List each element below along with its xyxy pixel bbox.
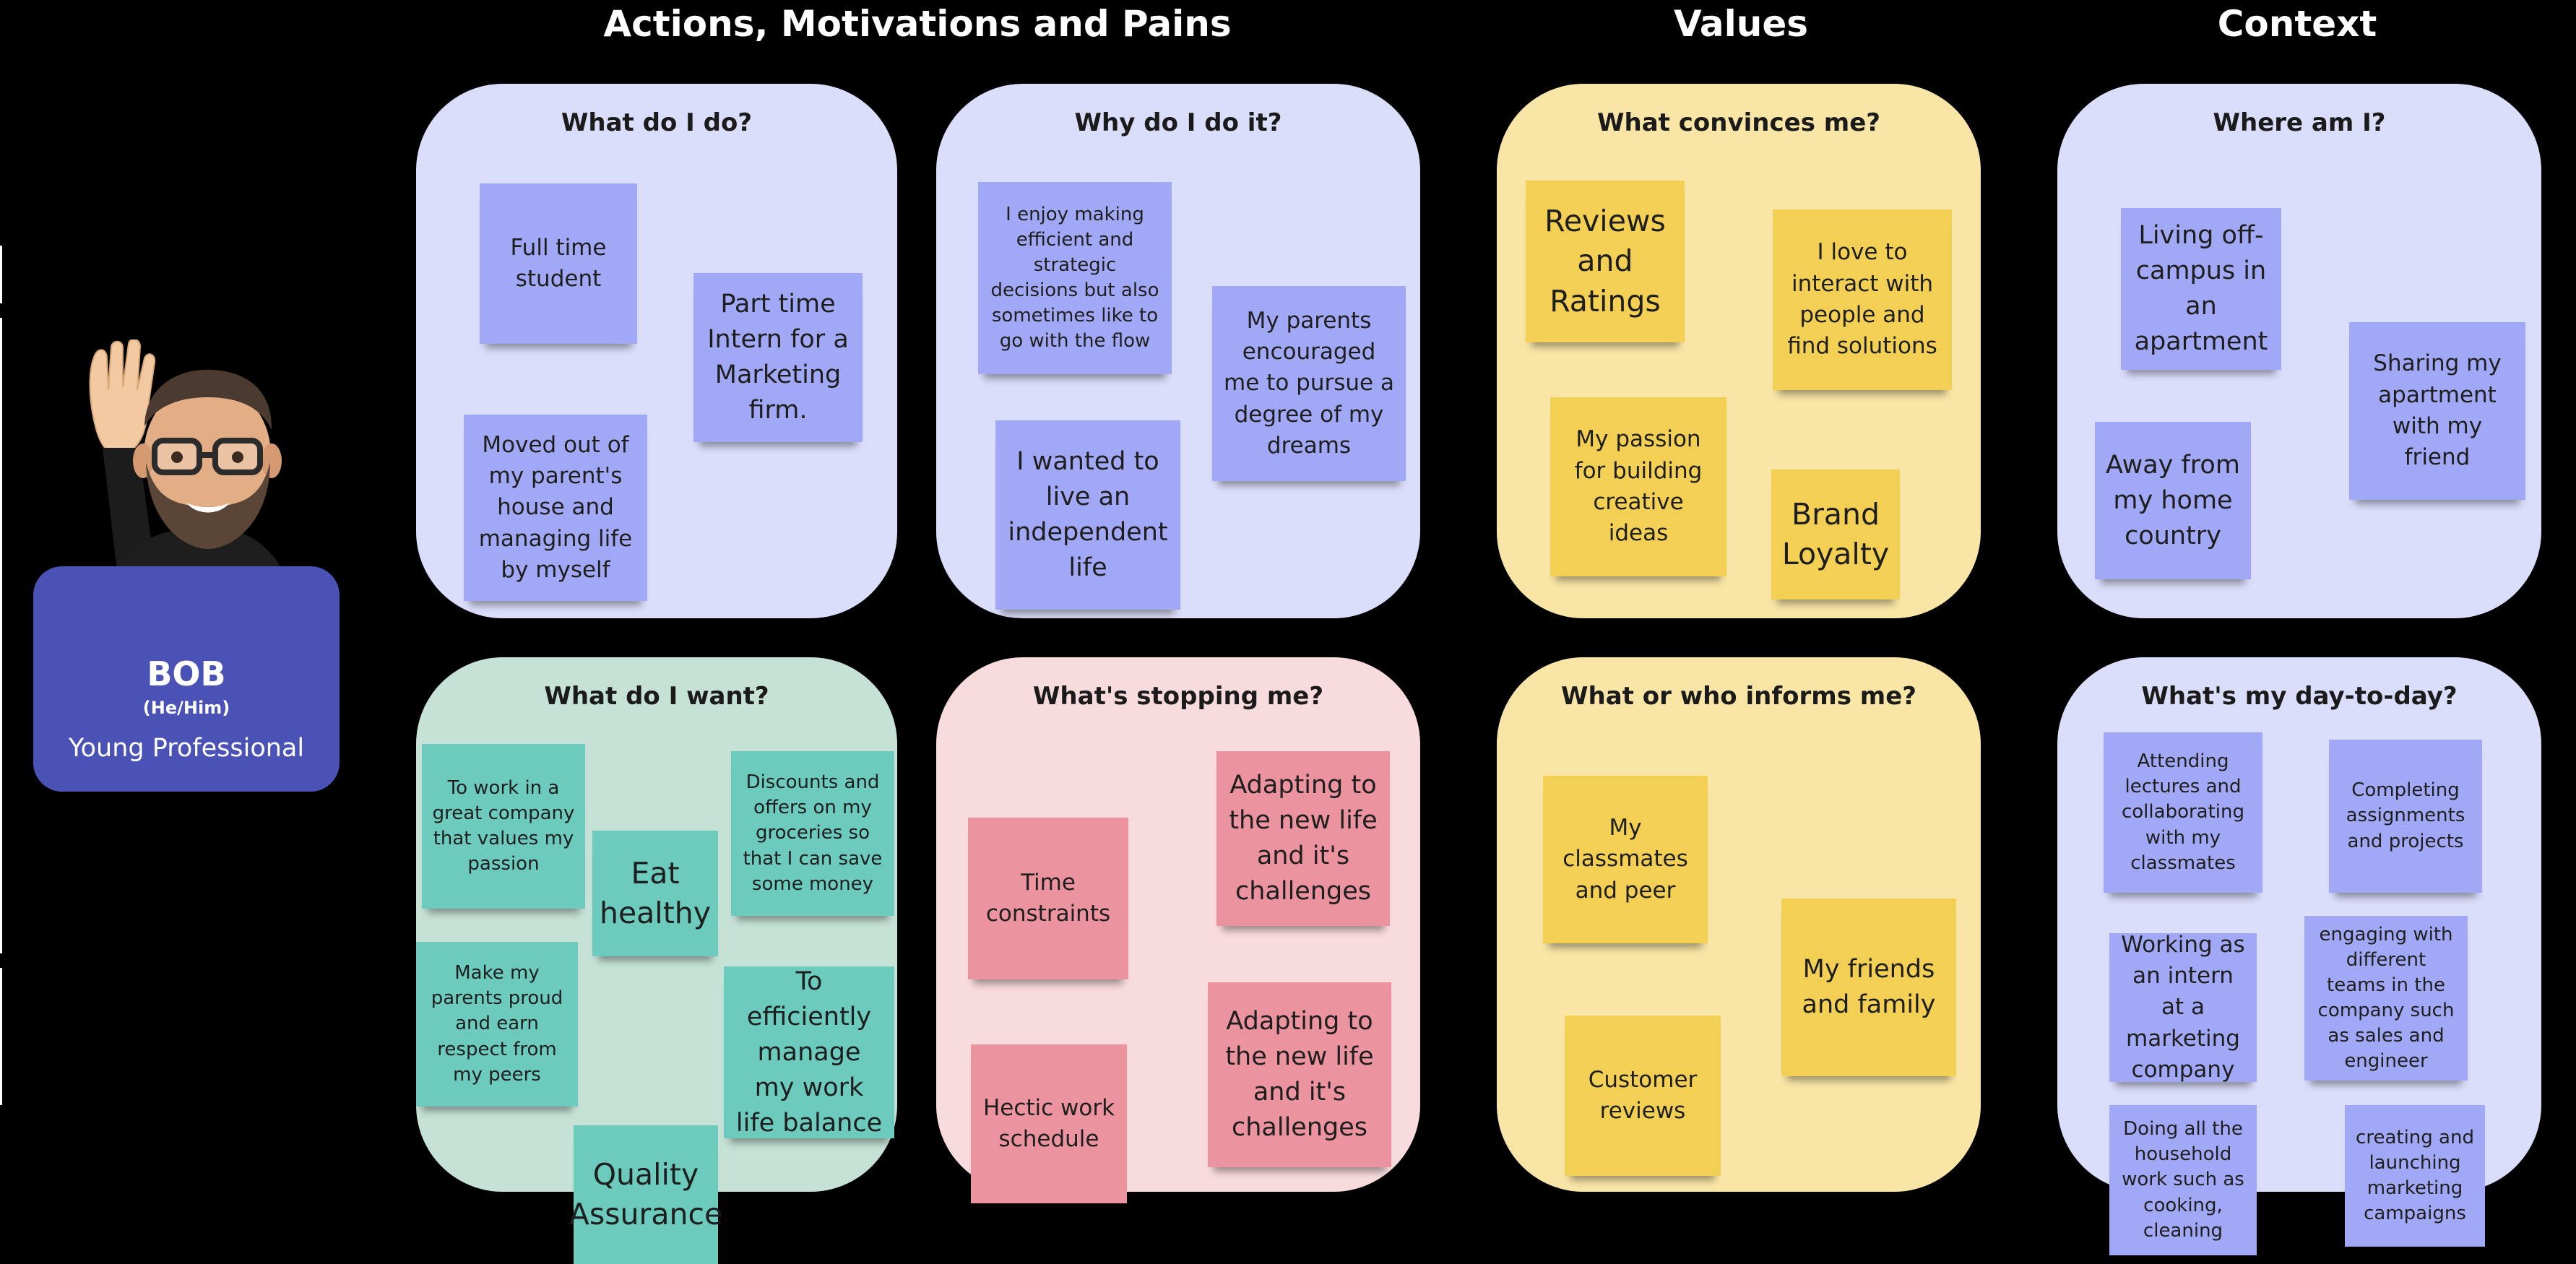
panel-title: Why do I do it? bbox=[1074, 108, 1282, 137]
sticky-note[interactable]: Completing assignments and projects bbox=[2329, 740, 2482, 893]
sticky-note[interactable]: Away from my home country bbox=[2095, 422, 2251, 579]
sticky-note[interactable]: Doing all the household work such as coo… bbox=[2109, 1105, 2257, 1255]
sticky-note[interactable]: Hectic work schedule bbox=[971, 1044, 1127, 1203]
panel-title: What's stopping me? bbox=[1032, 682, 1324, 711]
sticky-note[interactable]: To work in a great company that values m… bbox=[422, 744, 585, 909]
sticky-note[interactable]: Brand Loyalty bbox=[1771, 469, 1900, 599]
edge-marker-middle bbox=[0, 318, 2, 953]
panel-title: Where am I? bbox=[2213, 108, 2386, 137]
panel-why-do-i-do-it: Why do I do it? I enjoy making efficient… bbox=[936, 84, 1420, 618]
panel-title: What do I want? bbox=[544, 682, 769, 711]
panel-what-do-i-do: What do I do? Full time student Part tim… bbox=[416, 84, 897, 618]
sticky-note[interactable]: Moved out of my parent's house and manag… bbox=[464, 415, 647, 601]
sticky-note[interactable]: My passion for building creative ideas bbox=[1550, 397, 1726, 576]
sticky-note[interactable]: creating and launching marketing campaig… bbox=[2345, 1105, 2485, 1247]
sticky-note[interactable]: Eat healthy bbox=[592, 831, 718, 956]
sticky-note[interactable]: Quality Assurance bbox=[569, 1125, 722, 1264]
panel-what-convinces-me: What convinces me? Reviews and Ratings I… bbox=[1497, 84, 1981, 618]
persona-name: BOB bbox=[147, 654, 226, 693]
edge-marker-top bbox=[0, 246, 2, 303]
sticky-note[interactable]: To efficiently manage my work life balan… bbox=[724, 966, 894, 1138]
sticky-note[interactable]: Time constraints bbox=[968, 818, 1128, 979]
section-title-actions: Actions, Motivations and Pains bbox=[603, 3, 1232, 45]
panel-title: What do I do? bbox=[561, 108, 753, 137]
panel-title: What or who informs me? bbox=[1560, 682, 1916, 711]
sticky-note[interactable]: Living off-campus in an apartment bbox=[2121, 208, 2281, 370]
sticky-note[interactable]: Part time Intern for a Marketing firm. bbox=[693, 273, 863, 442]
panel-title: What's my day-to-day? bbox=[2141, 682, 2458, 711]
section-title-values: Values bbox=[1673, 3, 1809, 45]
sticky-note[interactable]: Full time student bbox=[480, 183, 637, 344]
sticky-note[interactable]: I wanted to live an independent life bbox=[995, 420, 1180, 610]
sticky-note[interactable]: My parents encouraged me to pursue a deg… bbox=[1212, 286, 1406, 481]
panel-whats-my-day-to-day: What's my day-to-day? Attending lectures… bbox=[2057, 657, 2541, 1255]
sticky-note[interactable]: Adapting to the new life and it's challe… bbox=[1208, 982, 1391, 1167]
sticky-note[interactable]: Attending lectures and collaborating wit… bbox=[2104, 732, 2262, 893]
sticky-note[interactable]: My friends and family bbox=[1781, 899, 1956, 1076]
persona-pronouns: (He/Him) bbox=[142, 698, 230, 718]
sticky-note[interactable]: Make my parents proud and earn respect f… bbox=[416, 942, 578, 1107]
sticky-note[interactable]: Reviews and Ratings bbox=[1526, 181, 1685, 342]
sticky-note[interactable]: Adapting to the new life and it's challe… bbox=[1216, 751, 1390, 926]
sticky-note[interactable]: Discounts and offers on my groceries so … bbox=[731, 751, 894, 916]
edge-marker-bottom bbox=[0, 968, 2, 1105]
sticky-note[interactable]: My classmates and peer bbox=[1543, 776, 1708, 943]
sticky-note[interactable]: Sharing my apartment with my friend bbox=[2349, 322, 2525, 500]
panel-whats-stopping-me: What's stopping me? Time constraints Ada… bbox=[936, 657, 1420, 1203]
panel-what-or-who-informs-me: What or who informs me? My classmates an… bbox=[1497, 657, 1981, 1192]
sticky-note[interactable]: engaging with different teams in the com… bbox=[2304, 916, 2468, 1081]
sticky-note[interactable]: I enjoy making efficient and strategic d… bbox=[978, 182, 1172, 374]
sticky-note[interactable]: Customer reviews bbox=[1565, 1016, 1721, 1176]
persona-role: Young Professional bbox=[68, 734, 305, 763]
section-title-context: Context bbox=[2217, 3, 2377, 45]
sticky-note[interactable]: Working as an intern at a marketing comp… bbox=[2109, 932, 2257, 1083]
persona-card: BOB (He/Him) Young Professional bbox=[33, 566, 340, 792]
sticky-note[interactable]: I love to interact with people and find … bbox=[1773, 209, 1952, 390]
panel-where-am-i: Where am I? Living off-campus in an apar… bbox=[2057, 84, 2541, 618]
panel-title: What convinces me? bbox=[1597, 108, 1880, 137]
panel-what-do-i-want: What do I want? To work in a great compa… bbox=[416, 657, 897, 1264]
